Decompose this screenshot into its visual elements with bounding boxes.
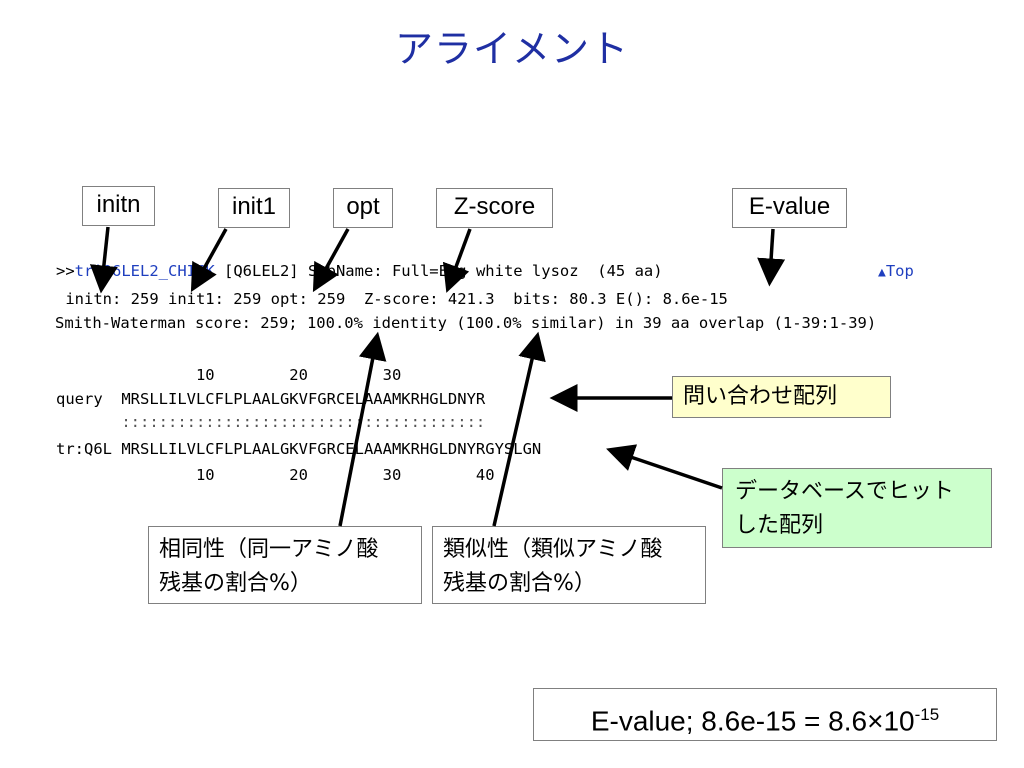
match-line: ::::::::::::::::::::::::::::::::::::::: xyxy=(56,413,486,431)
evalue-note-exponent: -15 xyxy=(914,705,940,724)
identity-line1: 相同性（同一アミノ酸 xyxy=(159,537,379,562)
similarity-callout: 類似性（類似アミノ酸 残基の割合%） xyxy=(432,526,706,604)
subject-sequence: tr:Q6L MRSLLILVLCFLPLAALGKVFGRCELAAAMKRH… xyxy=(56,440,542,458)
zscore-label: Z-score xyxy=(436,188,553,228)
opt-label: opt xyxy=(333,188,393,228)
id-prefix: >> xyxy=(56,262,75,280)
identity-callout: 相同性（同一アミノ酸 残基の割合%） xyxy=(148,526,422,604)
page-title: アライメント xyxy=(394,27,629,71)
initn-arrow xyxy=(89,226,118,294)
initn-label: initn xyxy=(82,186,155,226)
similarity-line1: 類似性（類似アミノ酸 xyxy=(443,537,663,562)
query-sequence-callout: 問い合わせ配列 xyxy=(672,376,891,418)
triangle-up-icon: ▲ xyxy=(878,265,886,280)
init1-arrow xyxy=(190,228,228,293)
ruler-top: 10 20 30 xyxy=(56,366,402,384)
database-hit-line1: データベースでヒット xyxy=(735,479,954,504)
evalue-arrow xyxy=(757,228,786,287)
evalue-note-text: E-value; 8.6e-15 = 8.6×10 xyxy=(590,705,915,737)
similarity-arrow xyxy=(492,331,546,527)
ruler-bottom: 10 20 30 40 xyxy=(56,466,495,484)
top-link[interactable]: ▲Top xyxy=(878,262,914,280)
scores-line: initn: 259 init1: 259 opt: 259 Z-score: … xyxy=(56,290,728,308)
smith-waterman-line: Smith-Waterman score: 259; 100.0% identi… xyxy=(55,314,877,332)
database-hit-callout: データベースでヒット した配列 xyxy=(722,468,992,548)
identity-arrow xyxy=(338,331,387,527)
similarity-line2: 残基の割合%） xyxy=(443,571,596,596)
top-link-label: Top xyxy=(885,262,914,280)
init1-label: init1 xyxy=(218,188,290,228)
identity-line2: 残基の割合%） xyxy=(159,571,312,596)
zscore-arrow xyxy=(442,228,472,293)
evalue-label: E-value xyxy=(732,188,847,228)
evalue-note: E-value; 8.6e-15 = 8.6×10-15 xyxy=(533,688,997,741)
database-hit-line2: した配列 xyxy=(735,513,824,538)
query-sequence: query MRSLLILVLCFLPLAALGKVFGRCELAAAMKRHG… xyxy=(56,390,486,408)
opt-arrow xyxy=(312,228,350,293)
db-hit-arrow xyxy=(606,444,723,490)
